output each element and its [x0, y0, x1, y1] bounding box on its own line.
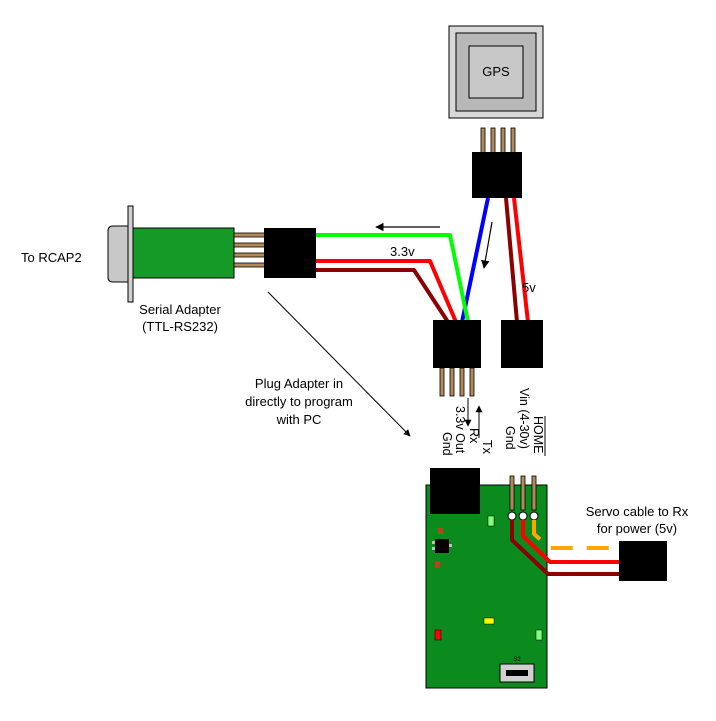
wire-gps-red: [512, 197, 530, 323]
pin-label-home: HOME: [531, 416, 545, 454]
arrow-plug-pointer: [267, 291, 411, 437]
ic-chip: [435, 539, 449, 553]
label-3v3: 3.3v: [390, 244, 415, 259]
servo-wire-red: [521, 520, 620, 564]
serial-adapter-plug: [264, 228, 316, 278]
label-plug-3: with PC: [276, 412, 322, 427]
label-serial-adapter-2: (TTL-RS232): [142, 319, 218, 334]
led-green-top: [487, 515, 495, 527]
gps-label: GPS: [482, 64, 510, 79]
left-pin-labels: Tx Rx 3.3v Out Gnd: [440, 398, 494, 456]
component-1: [438, 528, 443, 534]
wire-blue: [460, 197, 490, 323]
arrow-gps-to-board: [481, 221, 493, 269]
pin-label-gnd-left: Gnd: [440, 432, 454, 456]
servo-wires: [510, 520, 620, 576]
servo-wire-darkred: [510, 520, 620, 576]
left-plug-connector: [433, 320, 481, 368]
board-header-pins: [509, 475, 537, 511]
wires: [316, 197, 530, 324]
left-plug-pins: [439, 367, 475, 397]
label-to-rcap2: To RCAP2: [21, 250, 82, 265]
label-s2: S2: [513, 657, 521, 663]
led-yellow: [483, 617, 495, 625]
component-2: [435, 562, 440, 568]
wire-green: [316, 233, 470, 323]
label-plug-1: Plug Adapter in: [255, 376, 343, 391]
pin-label-33out: 3.3v Out: [453, 406, 467, 454]
pin-label-gnd-right: Gnd: [503, 426, 517, 450]
label-servo-2: for power (5v): [597, 521, 677, 536]
board-plug-connector: [430, 468, 480, 514]
wire-red: [316, 259, 458, 323]
pin-label-tx: Tx: [480, 440, 494, 455]
label-plug-2: directly to program: [245, 394, 353, 409]
label-serial-adapter-1: Serial Adapter: [139, 302, 221, 317]
label-servo-1: Servo cable to Rx: [586, 504, 689, 519]
gps-connector: [472, 152, 522, 198]
wire-darkred: [316, 268, 450, 324]
led-green-bottom: [535, 629, 543, 641]
label-5v: 5v: [522, 280, 536, 295]
servo-connector: [619, 541, 667, 581]
board-pin-pads: [507, 511, 539, 521]
wire-gps-darkred: [504, 197, 519, 323]
pin-label-vin: Vin (4-30v): [517, 388, 531, 449]
right-pin-labels: HOME Vin (4-30v) Gnd: [503, 388, 546, 456]
gps-module: GPS: [448, 25, 544, 119]
pcb-board: S2: [425, 468, 548, 689]
power-plug-connector: [501, 320, 543, 368]
led-red: [434, 629, 442, 641]
servo-wire-orange: [532, 520, 620, 550]
serial-adapter: [107, 205, 267, 303]
pin-label-rx: Rx: [467, 428, 481, 444]
